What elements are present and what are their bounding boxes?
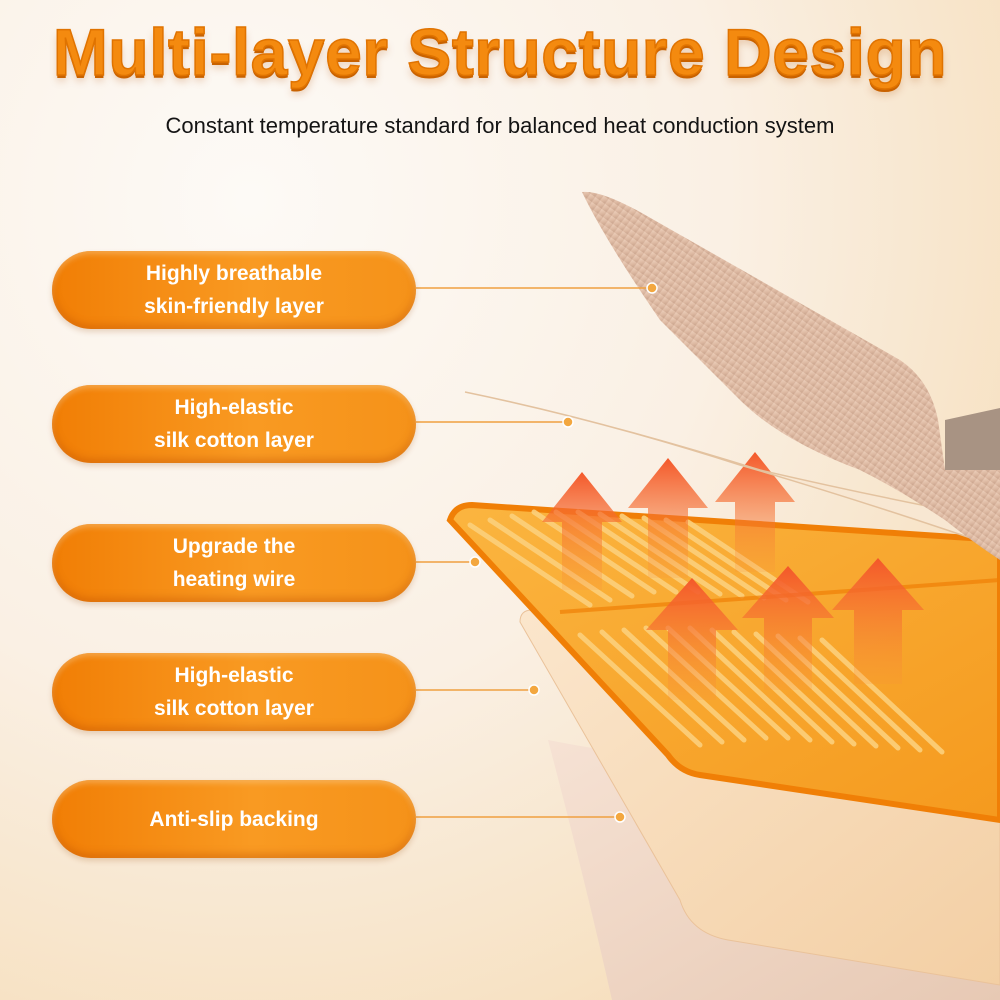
heat-arrow bbox=[542, 472, 622, 590]
label-breathable-layer: Highly breathable skin-friendly layer bbox=[52, 251, 416, 329]
label-line: silk cotton layer bbox=[154, 697, 314, 720]
heat-arrows bbox=[542, 452, 924, 700]
upper-cotton-layer-shape bbox=[464, 391, 1000, 549]
heat-arrow bbox=[646, 578, 738, 700]
page-title: Multi-layer Structure Design bbox=[52, 14, 948, 90]
top-layer-edge bbox=[945, 408, 1000, 470]
label-upper-cotton-layer: High-elastic silk cotton layer bbox=[52, 385, 416, 463]
page-subtitle: Constant temperature standard for balanc… bbox=[165, 113, 835, 138]
label-heating-wire: Upgrade the heating wire bbox=[52, 524, 416, 602]
leader-dot bbox=[614, 811, 626, 823]
heat-arrow bbox=[628, 458, 708, 578]
label-line: Highly breathable bbox=[145, 262, 323, 285]
heat-arrow bbox=[715, 452, 795, 572]
leader-dot bbox=[528, 684, 540, 696]
label-line: skin-friendly layer bbox=[144, 295, 324, 318]
heat-arrow bbox=[742, 566, 834, 690]
label-line: Anti-slip backing bbox=[149, 807, 319, 831]
label-line: heating wire bbox=[172, 568, 296, 591]
label-anti-slip-backing: Anti-slip backing bbox=[52, 780, 416, 858]
leader-dots bbox=[469, 282, 658, 823]
leader-dot bbox=[646, 282, 658, 294]
heat-arrow bbox=[832, 558, 924, 684]
label-line: High-elastic bbox=[174, 664, 294, 687]
leader-lines bbox=[416, 287, 652, 818]
label-line: silk cotton layer bbox=[154, 429, 314, 452]
label-line: Upgrade the bbox=[172, 535, 296, 558]
label-lower-cotton-layer: High-elastic silk cotton layer bbox=[52, 653, 416, 731]
breathable-top-layer-shape bbox=[582, 191, 1000, 561]
label-line: High-elastic bbox=[174, 396, 294, 419]
leader-dot bbox=[469, 556, 481, 568]
leader-dot bbox=[562, 416, 574, 428]
